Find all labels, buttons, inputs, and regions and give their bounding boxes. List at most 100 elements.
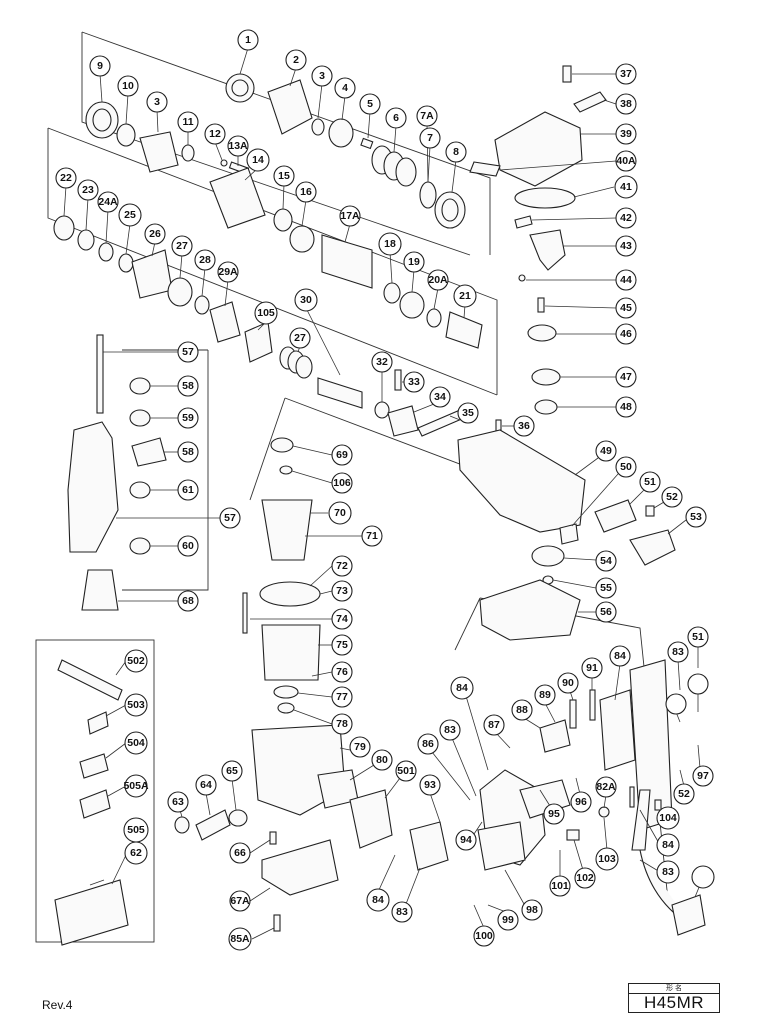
svg-text:78: 78 <box>336 718 348 730</box>
svg-text:505A: 505A <box>123 780 149 792</box>
svg-text:20A: 20A <box>428 274 448 286</box>
callout-79: 80 <box>349 749 393 781</box>
callout-7-b: 10 <box>117 75 139 125</box>
callout-82A: 84 <box>366 854 396 912</box>
svg-text:82A: 82A <box>596 781 616 793</box>
svg-text:73: 73 <box>336 585 348 597</box>
callout-8: 8 <box>445 141 467 193</box>
callout-27-b: 32 <box>371 351 393 402</box>
svg-text:98: 98 <box>526 904 538 916</box>
svg-text:1: 1 <box>245 34 251 46</box>
callout-62: 63 <box>167 791 189 818</box>
callout-20A: 21 <box>453 284 477 319</box>
svg-text:64: 64 <box>200 779 212 791</box>
svg-text:48: 48 <box>620 401 632 413</box>
callout-71: 72 <box>309 555 353 587</box>
callout-86: 87 <box>483 714 511 749</box>
svg-text:37: 37 <box>620 68 632 80</box>
svg-text:62: 62 <box>130 847 142 859</box>
callout-33: 34 <box>413 386 451 413</box>
svg-text:89: 89 <box>539 689 551 701</box>
svg-text:8: 8 <box>453 146 459 158</box>
svg-text:6: 6 <box>393 112 399 124</box>
callout-18: 19 <box>403 251 425 293</box>
svg-text:17A: 17A <box>340 210 360 222</box>
callout-85A: 84 <box>450 676 489 771</box>
callout-48: 49 <box>574 440 617 476</box>
svg-text:69: 69 <box>336 449 348 461</box>
svg-text:83: 83 <box>396 906 408 918</box>
svg-text:54: 54 <box>600 555 612 567</box>
svg-text:65: 65 <box>226 765 238 777</box>
callout-68: 69 <box>292 444 353 466</box>
svg-text:39: 39 <box>620 128 632 140</box>
svg-text:505: 505 <box>127 824 145 836</box>
svg-text:24A: 24A <box>98 196 118 208</box>
svg-text:104: 104 <box>659 812 677 824</box>
callout-502: 503 <box>105 693 148 717</box>
svg-text:57: 57 <box>224 512 236 524</box>
crank-assembly-parts <box>469 65 607 415</box>
callout-3-b: 11 <box>177 111 199 145</box>
callout-504: 505A <box>107 774 149 798</box>
callout-53: 54 <box>563 550 617 572</box>
callout-35: 36 <box>502 415 535 437</box>
svg-text:502: 502 <box>127 655 145 667</box>
model-caption: 形 名 <box>629 984 719 994</box>
callout-78: 79 <box>339 736 371 758</box>
svg-text:501: 501 <box>397 765 415 777</box>
callout-75: 76 <box>311 661 353 683</box>
callout-17A: 18 <box>378 232 402 284</box>
callout-44: 45 <box>544 297 637 319</box>
svg-text:59: 59 <box>182 412 194 424</box>
svg-text:3: 3 <box>319 70 325 82</box>
svg-text:105: 105 <box>257 307 275 319</box>
svg-text:504: 504 <box>127 737 145 749</box>
svg-text:102: 102 <box>576 872 594 884</box>
callout-61: 57 <box>116 507 241 529</box>
svg-text:27: 27 <box>176 240 188 252</box>
callout-91: 84 <box>609 645 631 701</box>
svg-text:91: 91 <box>586 662 598 674</box>
svg-text:51: 51 <box>692 631 704 643</box>
svg-text:25: 25 <box>124 209 136 221</box>
svg-text:28: 28 <box>199 254 211 266</box>
callout-54: 55 <box>552 577 617 599</box>
callout-50: 51 <box>629 471 661 505</box>
svg-text:29A: 29A <box>218 266 238 278</box>
callout-89: 90 <box>557 672 579 701</box>
svg-text:83: 83 <box>662 866 674 878</box>
callout-40A: 41 <box>573 175 638 199</box>
callout-83-b: 51 <box>687 626 709 668</box>
svg-text:55: 55 <box>600 582 612 594</box>
callout-94: 95 <box>539 789 565 825</box>
callout-56: 57 <box>103 341 199 363</box>
svg-text:106: 106 <box>333 477 351 489</box>
callout-103: 83 <box>639 859 680 884</box>
svg-text:71: 71 <box>366 530 378 542</box>
svg-text:84: 84 <box>456 682 468 694</box>
svg-text:67A: 67A <box>230 895 250 907</box>
callout-97: 98 <box>504 869 543 921</box>
callout-84-a: 83 <box>439 719 477 797</box>
callout-32: 33 <box>402 371 425 393</box>
callout-83-e <box>687 673 709 712</box>
callout-101: 104 <box>656 806 680 830</box>
callout-57-b: 60 <box>150 535 199 557</box>
svg-text:23: 23 <box>82 184 94 196</box>
callout-106: 70 <box>310 501 352 525</box>
svg-text:52: 52 <box>678 788 690 800</box>
callout-69: 106 <box>291 470 353 494</box>
svg-text:35: 35 <box>462 407 474 419</box>
callout-25: 26 <box>144 223 166 257</box>
callout-24A: 25 <box>118 203 142 255</box>
callout-29A: 105 <box>254 301 278 331</box>
callout-100: 103 <box>595 817 619 871</box>
callout-27-a: 28 <box>194 249 216 297</box>
svg-text:52: 52 <box>666 491 678 503</box>
callout-87: 88 <box>511 699 541 729</box>
callout-47: 48 <box>557 396 637 418</box>
callout-26: 27 <box>171 235 193 279</box>
svg-text:43: 43 <box>620 240 632 252</box>
